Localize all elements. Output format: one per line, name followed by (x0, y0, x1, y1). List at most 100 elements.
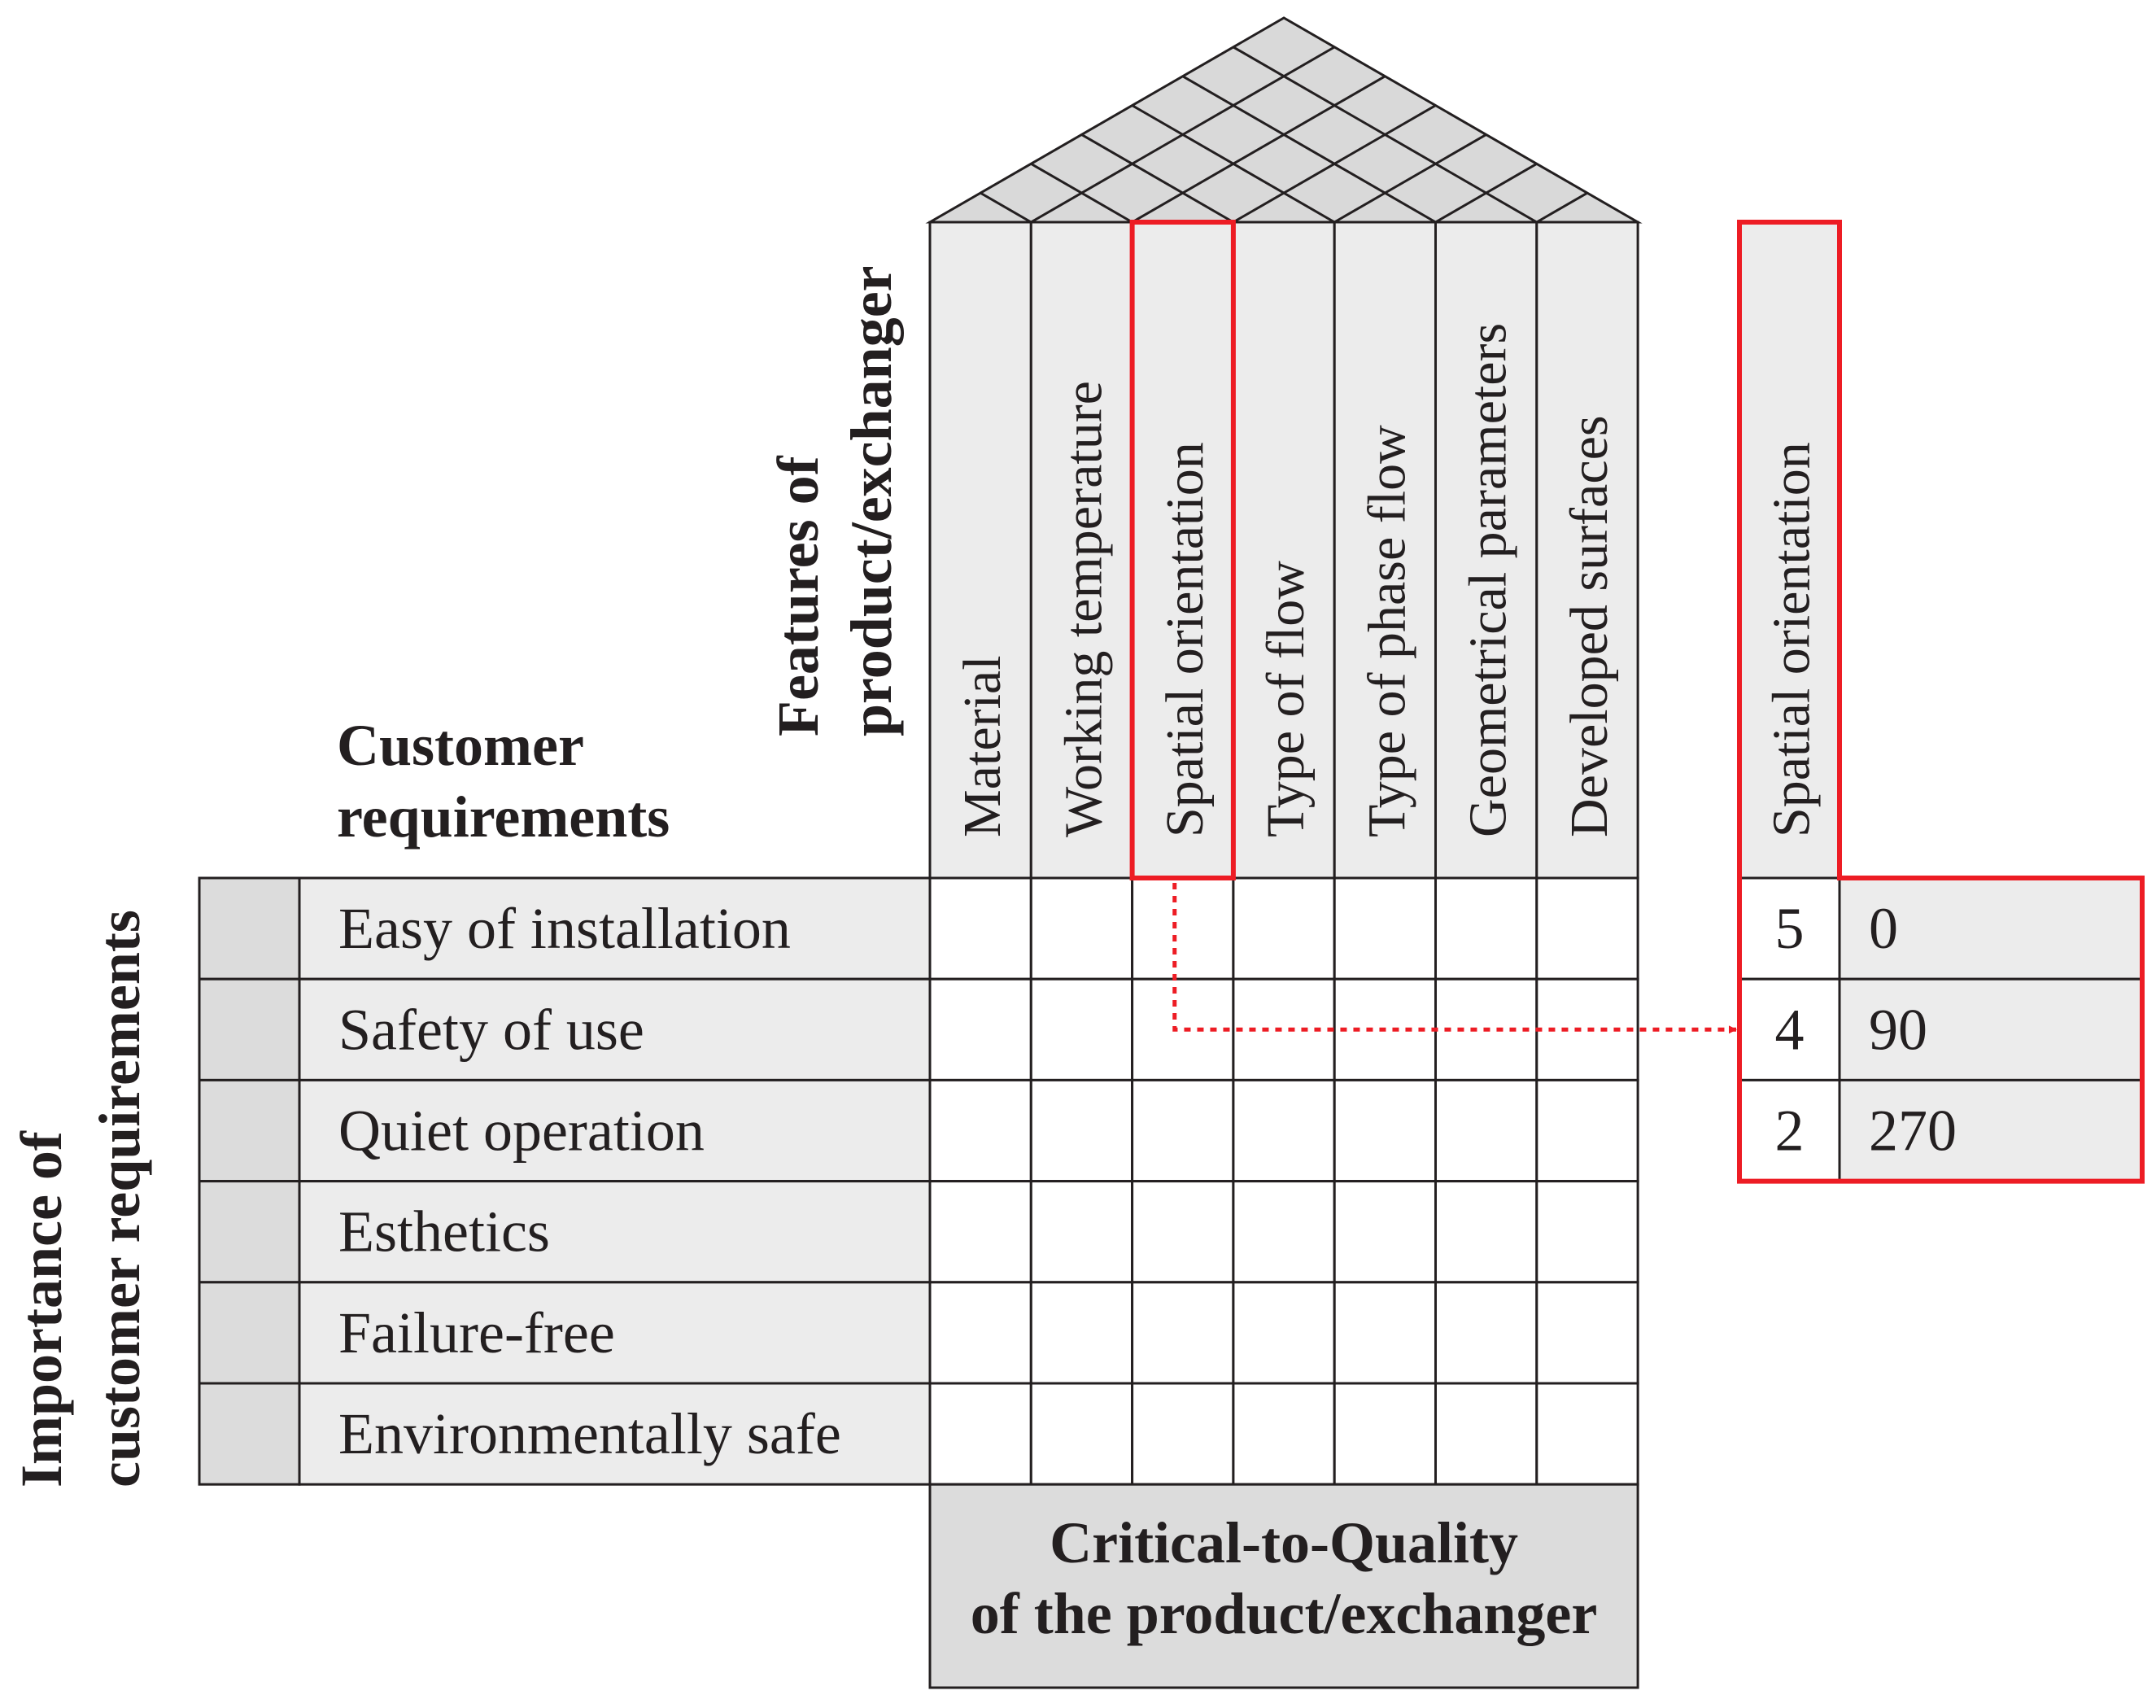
dotted-arrow-connector (1172, 883, 1737, 1034)
matrix-cell (1232, 1382, 1336, 1486)
customer-heading-line-2: requirements (337, 784, 670, 850)
roof-line (1182, 18, 1538, 222)
requirement-label: Environmentally safe (338, 1401, 841, 1466)
matrix-cell (1535, 876, 1639, 981)
matrix-cell (1434, 1382, 1538, 1486)
matrix-cell (1029, 876, 1134, 981)
requirement-row (298, 1281, 932, 1385)
feature-label: Type of phase flow (1357, 425, 1416, 837)
matrix-cell (1029, 1281, 1134, 1385)
matrix-cell (928, 1281, 1032, 1385)
matrix-cell (928, 876, 1032, 981)
matrix-cell (928, 1382, 1032, 1486)
detail-value: 90 (1869, 997, 1927, 1062)
relationship-matrix (928, 876, 1639, 1486)
requirement-row (298, 1382, 932, 1486)
ctq-line-1: Critical-to-Quality (1050, 1510, 1518, 1575)
detail-highlight-outline (1737, 220, 2145, 1184)
detail-value: 270 (1869, 1099, 1957, 1164)
importance-heading-line-1: Importance of (9, 1130, 74, 1487)
feature-headers: Material Working temperature Spatial orien… (928, 221, 1639, 880)
importance-cell (198, 1281, 301, 1385)
importance-heading-line-2: customer requirements (87, 910, 152, 1487)
matrix-cell (1029, 1078, 1134, 1183)
matrix-cell (1131, 876, 1235, 981)
detail-value-cell (1838, 1078, 2144, 1183)
feature-label: Geometrical parameters (1459, 323, 1518, 837)
feature-label: Type of flow (1256, 561, 1316, 837)
roof-line (1536, 18, 1639, 222)
matrix-cell (1333, 1382, 1437, 1486)
feature-label: Material (953, 655, 1012, 837)
roof-line (930, 18, 1133, 222)
importance-cell (198, 1078, 301, 1183)
matrix-cell (1333, 1180, 1437, 1284)
ctq-box: Critical-to-Quality of the product/excha… (928, 1483, 1639, 1689)
importance-heading: Importance of customer requirements (9, 910, 152, 1487)
ctq-rect (928, 1483, 1639, 1689)
feature-column (1029, 221, 1134, 880)
detail-header-cell (1739, 222, 1840, 878)
requirement-row (298, 977, 932, 1081)
features-heading-line-1: Features of (766, 455, 831, 736)
matrix-cell (1232, 1078, 1336, 1183)
matrix-cell (1535, 1281, 1639, 1385)
detail-score: 2 (1775, 1099, 1805, 1164)
features-heading: Features of product/exchanger (766, 265, 904, 736)
feature-column (1333, 221, 1437, 880)
matrix-cell (1333, 876, 1437, 981)
matrix-cell (1434, 876, 1538, 981)
matrix-cell (1232, 876, 1336, 981)
spatial-orientation-highlight (1129, 220, 1236, 880)
feature-column (1434, 221, 1538, 880)
feature-label: Spatial orientation (1155, 442, 1215, 837)
correlation-roof (925, 16, 1643, 224)
matrix-cell (928, 1078, 1032, 1183)
requirement-label: Safety of use (338, 997, 644, 1062)
features-heading-line-2: product/exchanger (839, 265, 904, 736)
roof-line (1030, 18, 1386, 222)
requirement-label: Easy of installation (338, 896, 791, 961)
matrix-cell (1434, 1281, 1538, 1385)
detail-score: 4 (1775, 997, 1805, 1062)
matrix-cell (1029, 1382, 1134, 1486)
requirement-row (298, 876, 932, 981)
matrix-cell (928, 977, 1032, 1081)
requirement-label: Esthetics (338, 1199, 550, 1265)
matrix-cell (1029, 1180, 1134, 1284)
matrix-cell (1131, 1382, 1235, 1486)
detail-value: 0 (1869, 896, 1898, 961)
importance-cell (198, 977, 301, 1081)
feature-label: Working temperature (1054, 381, 1113, 837)
roof-line (930, 18, 1032, 222)
requirement-label: Quiet operation (338, 1099, 705, 1164)
matrix-cell (1029, 977, 1134, 1081)
roof-line (1434, 18, 1639, 222)
matrix-cell (1333, 1078, 1437, 1183)
feature-column (1535, 221, 1639, 880)
matrix-cell (1131, 1180, 1235, 1284)
detail-value-cell (1838, 876, 2144, 981)
matrix-cell (1333, 1281, 1437, 1385)
matrix-cell (1434, 1078, 1538, 1183)
matrix-cell (1232, 1281, 1336, 1385)
requirement-row (298, 1078, 932, 1183)
matrix-cell (1232, 1180, 1336, 1284)
importance-cell (198, 1180, 301, 1284)
matrix-cell (1535, 1382, 1639, 1486)
requirement-label: Failure-free (338, 1300, 615, 1365)
matrix-cell (1131, 977, 1235, 1081)
detail-score: 5 (1775, 896, 1805, 961)
matrix-cell (1434, 1180, 1538, 1284)
matrix-cell (1131, 1281, 1235, 1385)
matrix-cell (928, 1180, 1032, 1284)
matrix-cell (1535, 1078, 1639, 1183)
importance-cell (198, 876, 301, 981)
detail-score-cell (1738, 977, 1841, 1081)
ctq-line-2: of the product/exchanger (971, 1581, 1598, 1646)
matrix-cell (1535, 1180, 1639, 1284)
feature-label: Developed surfaces (1560, 415, 1619, 837)
